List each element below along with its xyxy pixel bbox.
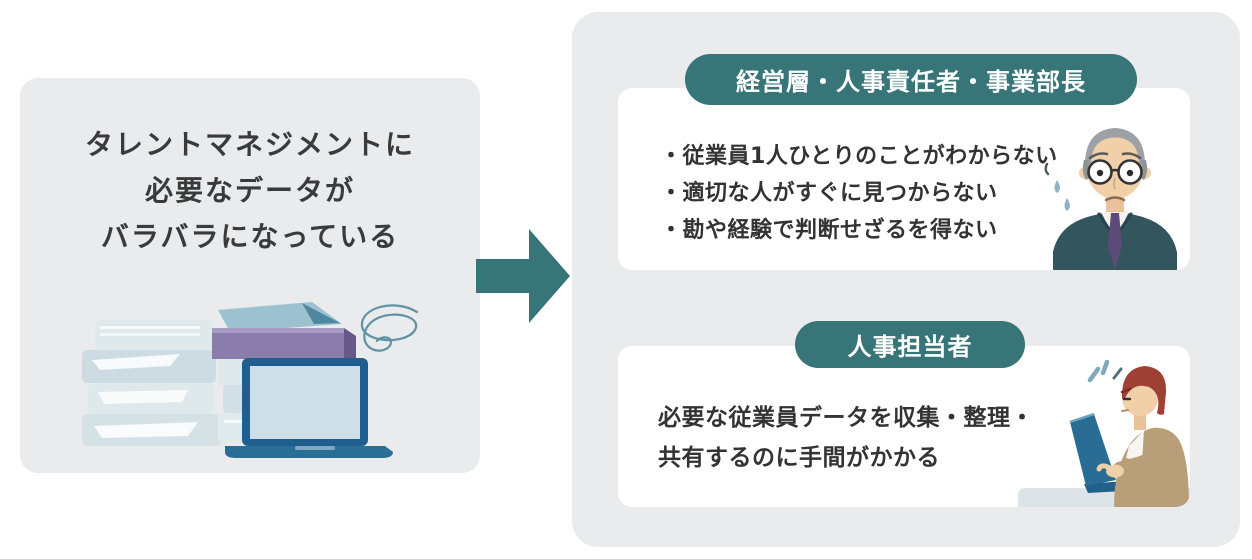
hr-pain-line-2: 共有するのに手間がかかる (658, 445, 940, 471)
hr-pain-line-1: 必要な従業員データを収集・整理・ (658, 405, 1034, 431)
scribble-icon (360, 304, 419, 352)
hr-staff-badge: 人事担当者 (795, 321, 1025, 368)
problem-line-1: タレントマネジメントに (84, 128, 415, 161)
worried-executive-illustration (1044, 128, 1177, 270)
problem-line-3: バラバラになっている (100, 220, 400, 253)
scattered-data-illustration (82, 302, 419, 458)
hr-staff-badge-label: 人事担当者 (847, 333, 973, 361)
problem-panel: タレントマネジメントに 必要なデータが バラバラになっている (20, 78, 480, 473)
executives-pain-points: ・従業員1人ひとりのことがわからない ・適切な人がすぐに見つからない ・勘や経験… (660, 138, 1058, 249)
arrow-right-icon (476, 229, 570, 323)
executives-card: ・従業員1人ひとりのことがわからない ・適切な人がすぐに見つからない ・勘や経験… (618, 88, 1190, 270)
hr-staff-pain-text: 必要な従業員データを収集・整理・ 共有するのに手間がかかる (658, 398, 1034, 478)
laptop-icon (225, 358, 393, 458)
pain-point-item: ・適切な人がすぐに見つからない (660, 181, 998, 206)
hr-staff-card: 必要な従業員データを収集・整理・ 共有するのに手間がかかる (618, 346, 1190, 507)
problem-statement: タレントマネジメントに 必要なデータが バラバラになっている (20, 122, 480, 260)
pain-point-item: ・従業員1人ひとりのことがわからない (660, 144, 1058, 169)
hr-staff-typing-illustration (1018, 359, 1190, 507)
executives-badge: 経営層・人事責任者・事業部長 (685, 54, 1137, 105)
books-stack-left-icon (82, 320, 222, 446)
executives-badge-label: 経営層・人事責任者・事業部長 (736, 68, 1086, 96)
problem-line-2: 必要なデータが (144, 174, 355, 207)
pain-point-item: ・勘や経験で判断せざるを得ない (660, 218, 998, 243)
